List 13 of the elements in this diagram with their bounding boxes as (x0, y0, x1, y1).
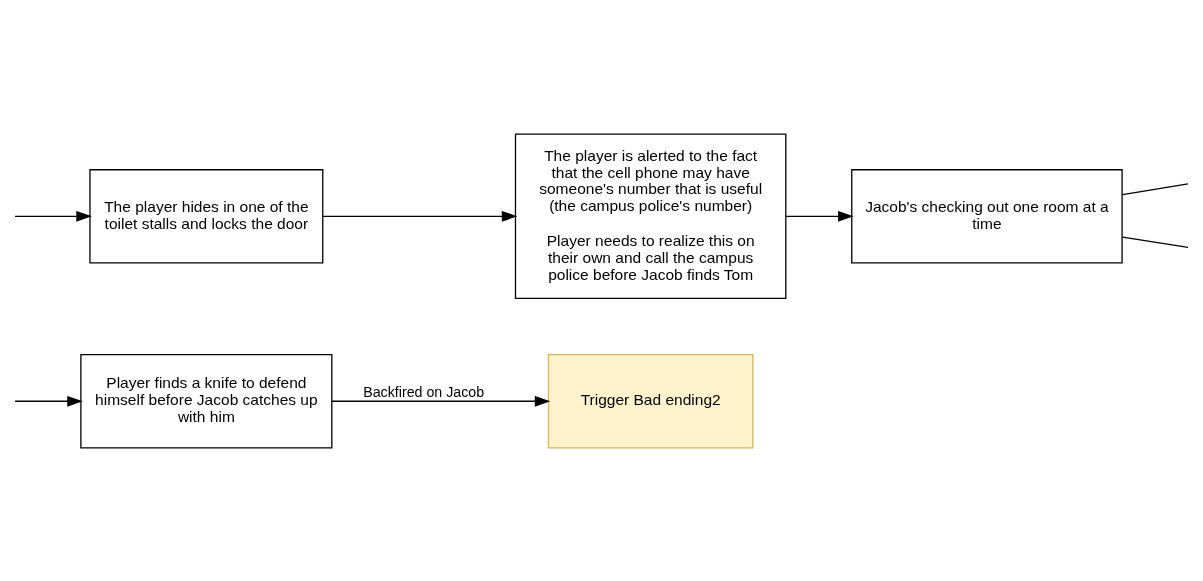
arrow (331, 395, 551, 407)
arrow (14, 395, 83, 407)
node-box: Trigger Bad ending2 (547, 353, 754, 448)
arrow (322, 210, 518, 222)
node-box: Jacob's checking out one room at a time (851, 168, 1123, 263)
edge-label: Backfired on Jacob (363, 383, 485, 400)
node-box: The player is alerted to the fact that the cell phone may have someone's number that is useful (the campus police's number) Player needs to realize this on their own and call the campus police before Jacob finds Tom (514, 133, 787, 299)
arrow (785, 210, 854, 222)
node-box: Player finds a knife to defend himself before Jacob catches up with him (80, 353, 333, 448)
connector (1122, 182, 1189, 195)
arrow (14, 210, 92, 222)
connector (1122, 236, 1189, 248)
node-box: The player hides in one of the toilet stalls and locks the door (89, 168, 324, 263)
